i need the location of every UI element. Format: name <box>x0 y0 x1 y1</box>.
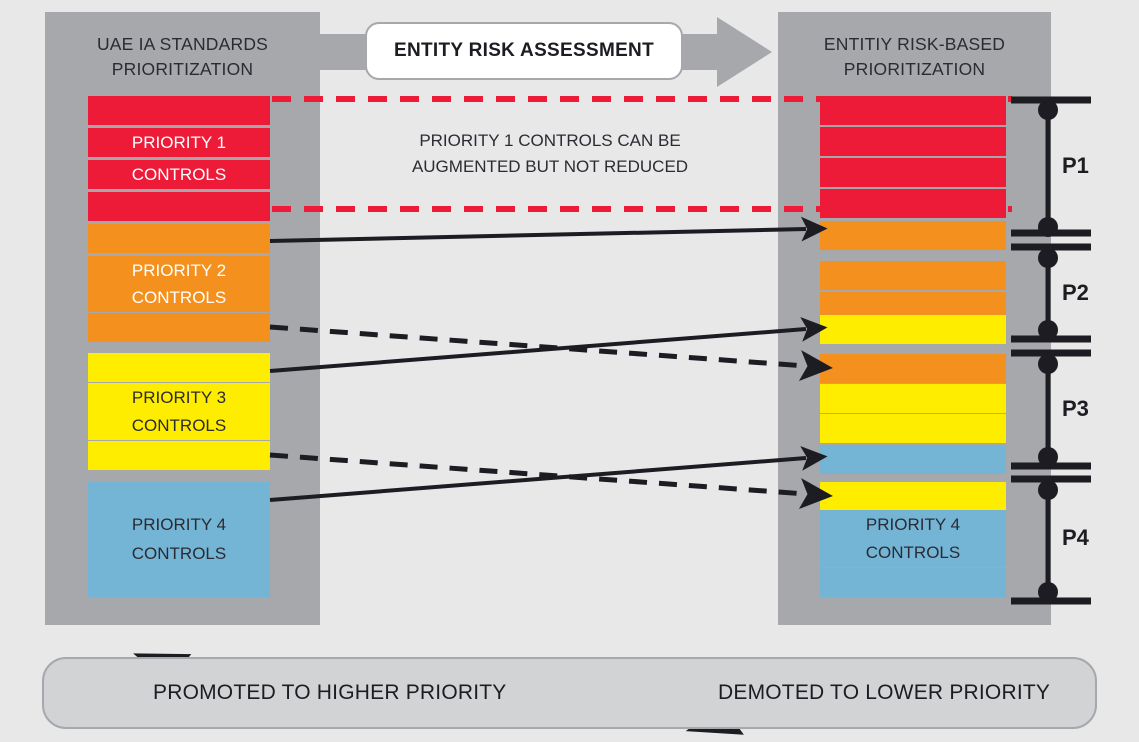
bracket-p4 <box>1011 475 1091 605</box>
bracket-label-p2: P2 <box>1062 280 1089 305</box>
left-bar-p1-3 <box>88 160 270 189</box>
arrow-yellow4-demoted <box>269 452 833 510</box>
right-bar-p2-3 <box>820 315 1006 344</box>
right-bar-p3-1 <box>820 354 1006 383</box>
right-bar-p3-3 <box>820 414 1006 443</box>
left-bar-p3-2 <box>88 383 270 412</box>
left-bar-p4-2 <box>88 510 270 539</box>
left-bar-p1-2 <box>88 128 270 157</box>
left-bar-p4-4 <box>88 568 270 597</box>
arrow-yellow1-promoted <box>269 317 828 373</box>
bracket-label-p3: P3 <box>1062 396 1089 421</box>
left-bar-p1-4 <box>88 192 270 221</box>
legend-box <box>42 657 1097 729</box>
entity-risk-assessment-title: ENTITY RISK ASSESSMENT <box>365 22 683 80</box>
bracket-p3 <box>1011 349 1091 470</box>
left-bar-p2-3 <box>88 283 270 312</box>
left-panel-title: UAE IA STANDARDS PRIORITIZATION <box>96 34 269 79</box>
right-bar-p4-1 <box>820 482 1006 511</box>
left-bar-p2-2 <box>88 256 270 285</box>
left-bar-p3-1 <box>88 353 270 382</box>
right-bar-p1-2 <box>820 127 1006 156</box>
right-bar-p3-4 <box>820 445 1006 474</box>
right-bar-p4-3 <box>820 538 1006 567</box>
right-bar-p4-4 <box>820 568 1006 597</box>
left-bar-p2-4 <box>88 313 270 342</box>
right-bar-p4-2 <box>820 510 1006 539</box>
entity-risk-assessment-label: ENTITY RISK ASSESSMENT <box>394 40 654 61</box>
center-note: PRIORITY 1 CONTROLS CAN BE AUGMENTED BUT… <box>411 131 689 176</box>
arrow-blue1-promoted <box>269 446 828 502</box>
bracket-p1 <box>1011 96 1091 237</box>
right-bar-p1-4 <box>820 189 1006 218</box>
left-bar-p4-3 <box>88 539 270 568</box>
right-panel-title: ENTITIY RISK-BASED PRIORITIZATION <box>823 34 1006 79</box>
right-bar-p1-5 <box>820 221 1006 250</box>
left-bar-p1-1 <box>88 96 270 125</box>
bracket-label-p4: P4 <box>1062 525 1089 550</box>
left-bar-p4-1 <box>88 482 270 511</box>
right-bar-p2-1 <box>820 261 1006 290</box>
left-bar-p2-1 <box>88 224 270 253</box>
arrow-orange4-demoted <box>269 324 833 382</box>
right-bar-p1-3 <box>820 158 1006 187</box>
left-bar-p3-4 <box>88 441 270 470</box>
right-bar-p3-2 <box>820 384 1006 413</box>
left-bar-p3-3 <box>88 411 270 440</box>
legend-promoted-label: PROMOTED TO HIGHER PRIORITY <box>153 681 507 704</box>
bracket-p2 <box>1011 243 1091 343</box>
bracket-label-p1: P1 <box>1062 153 1089 178</box>
legend-demoted-label: DEMOTED TO LOWER PRIORITY <box>718 681 1051 704</box>
arrow-orange1-promoted <box>269 216 828 243</box>
